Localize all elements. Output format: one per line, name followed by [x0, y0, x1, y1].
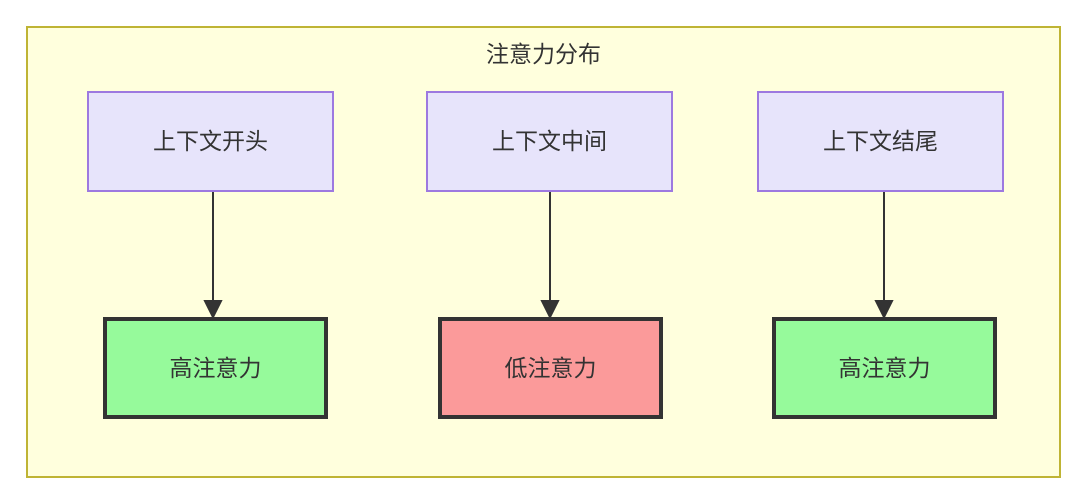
node-attention-low-middle[interactable]: 低注意力 [438, 317, 663, 419]
node-label: 上下文中间 [492, 128, 607, 154]
node-attention-high-end[interactable]: 高注意力 [772, 317, 997, 419]
node-context-middle[interactable]: 上下文中间 [426, 91, 673, 192]
node-label: 上下文结尾 [823, 128, 938, 154]
node-label: 低注意力 [504, 354, 597, 381]
node-label: 高注意力 [169, 354, 262, 381]
subgraph-title: 注意力分布 [486, 41, 601, 67]
node-label: 上下文开头 [153, 128, 268, 154]
node-attention-high-start[interactable]: 高注意力 [103, 317, 328, 419]
node-label: 高注意力 [838, 354, 931, 381]
node-context-start[interactable]: 上下文开头 [87, 91, 334, 192]
node-context-end[interactable]: 上下文结尾 [757, 91, 1004, 192]
